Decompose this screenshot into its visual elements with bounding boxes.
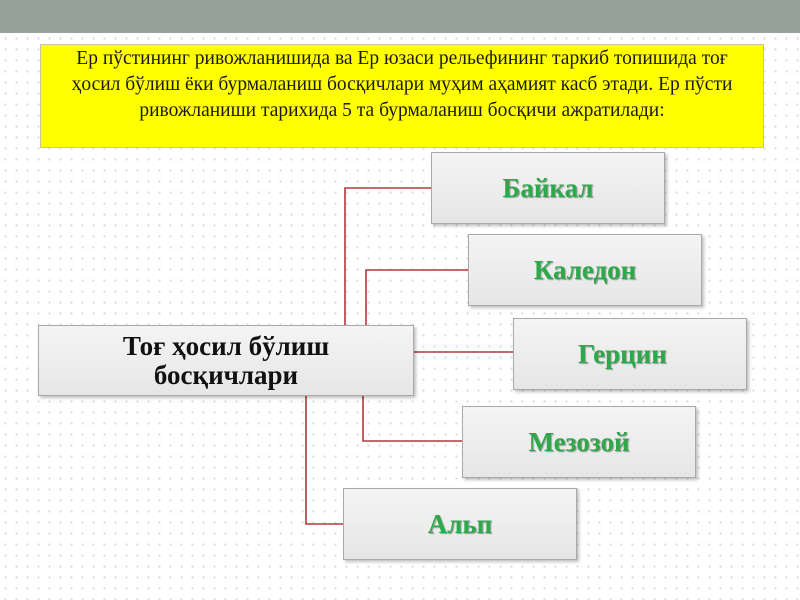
stage-box-mezozoy: Мезозой [462, 406, 696, 478]
stage-box-gercin: Герцин [513, 318, 747, 390]
stage-label: Байкал [502, 172, 594, 203]
stage-box-baikal: Байкал [431, 152, 665, 224]
stage-label: Мезозой [528, 426, 630, 457]
stage-label: Герцин [578, 338, 667, 369]
top-bar [0, 0, 800, 33]
stage-box-kaledon: Каледон [468, 234, 702, 306]
intro-text: Ер пўстининг ривожланишида ва Ер юзаси р… [40, 44, 764, 148]
stage-box-alp: Альп [343, 488, 577, 560]
stage-label: Каледон [533, 254, 637, 285]
stage-label: Альп [427, 508, 493, 539]
main-box-label: Тоғ ҳосил бўлиш босқичлари [122, 330, 330, 390]
main-box: Тоғ ҳосил бўлиш босқичлари [38, 325, 414, 396]
